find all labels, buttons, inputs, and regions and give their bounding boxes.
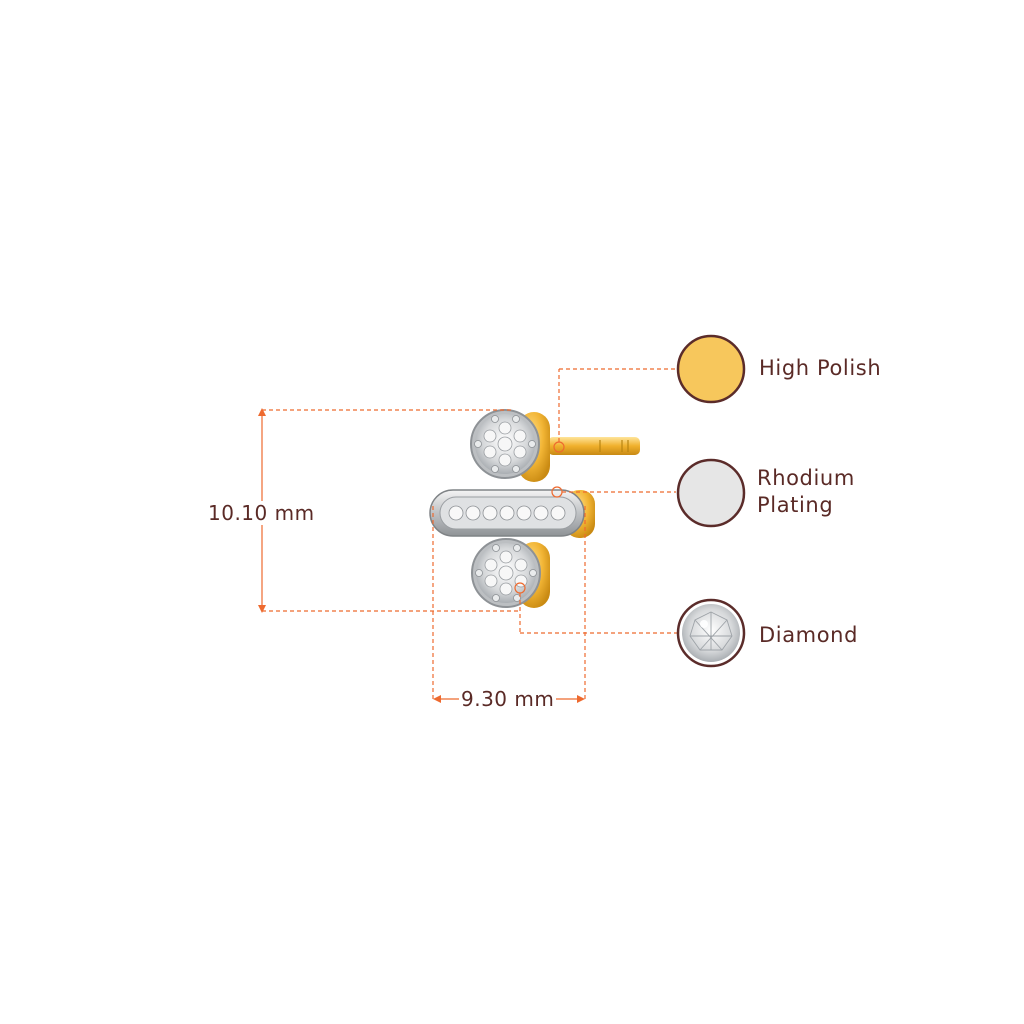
height-dimension-label: 10.10 mm [206,501,317,525]
diamond-swatch-icon [676,598,746,668]
high-polish-swatch-icon [676,334,746,404]
rhodium-swatch-icon [676,458,746,528]
rhodium-label-line1: Rhodium [757,466,855,490]
rhodium-label-line2: Plating [757,493,834,517]
callout-diamond [514,582,678,634]
diamond-label: Diamond [759,623,859,647]
width-dimension-label: 9.30 mm [459,687,557,711]
earring-post [548,437,640,455]
callout-rhodium [551,486,676,498]
rhodium-plating-label: Rhodium Plating [757,465,855,519]
earring-product [429,409,640,608]
callout-high-polish [553,368,676,453]
high-polish-label: High Polish [759,356,882,380]
